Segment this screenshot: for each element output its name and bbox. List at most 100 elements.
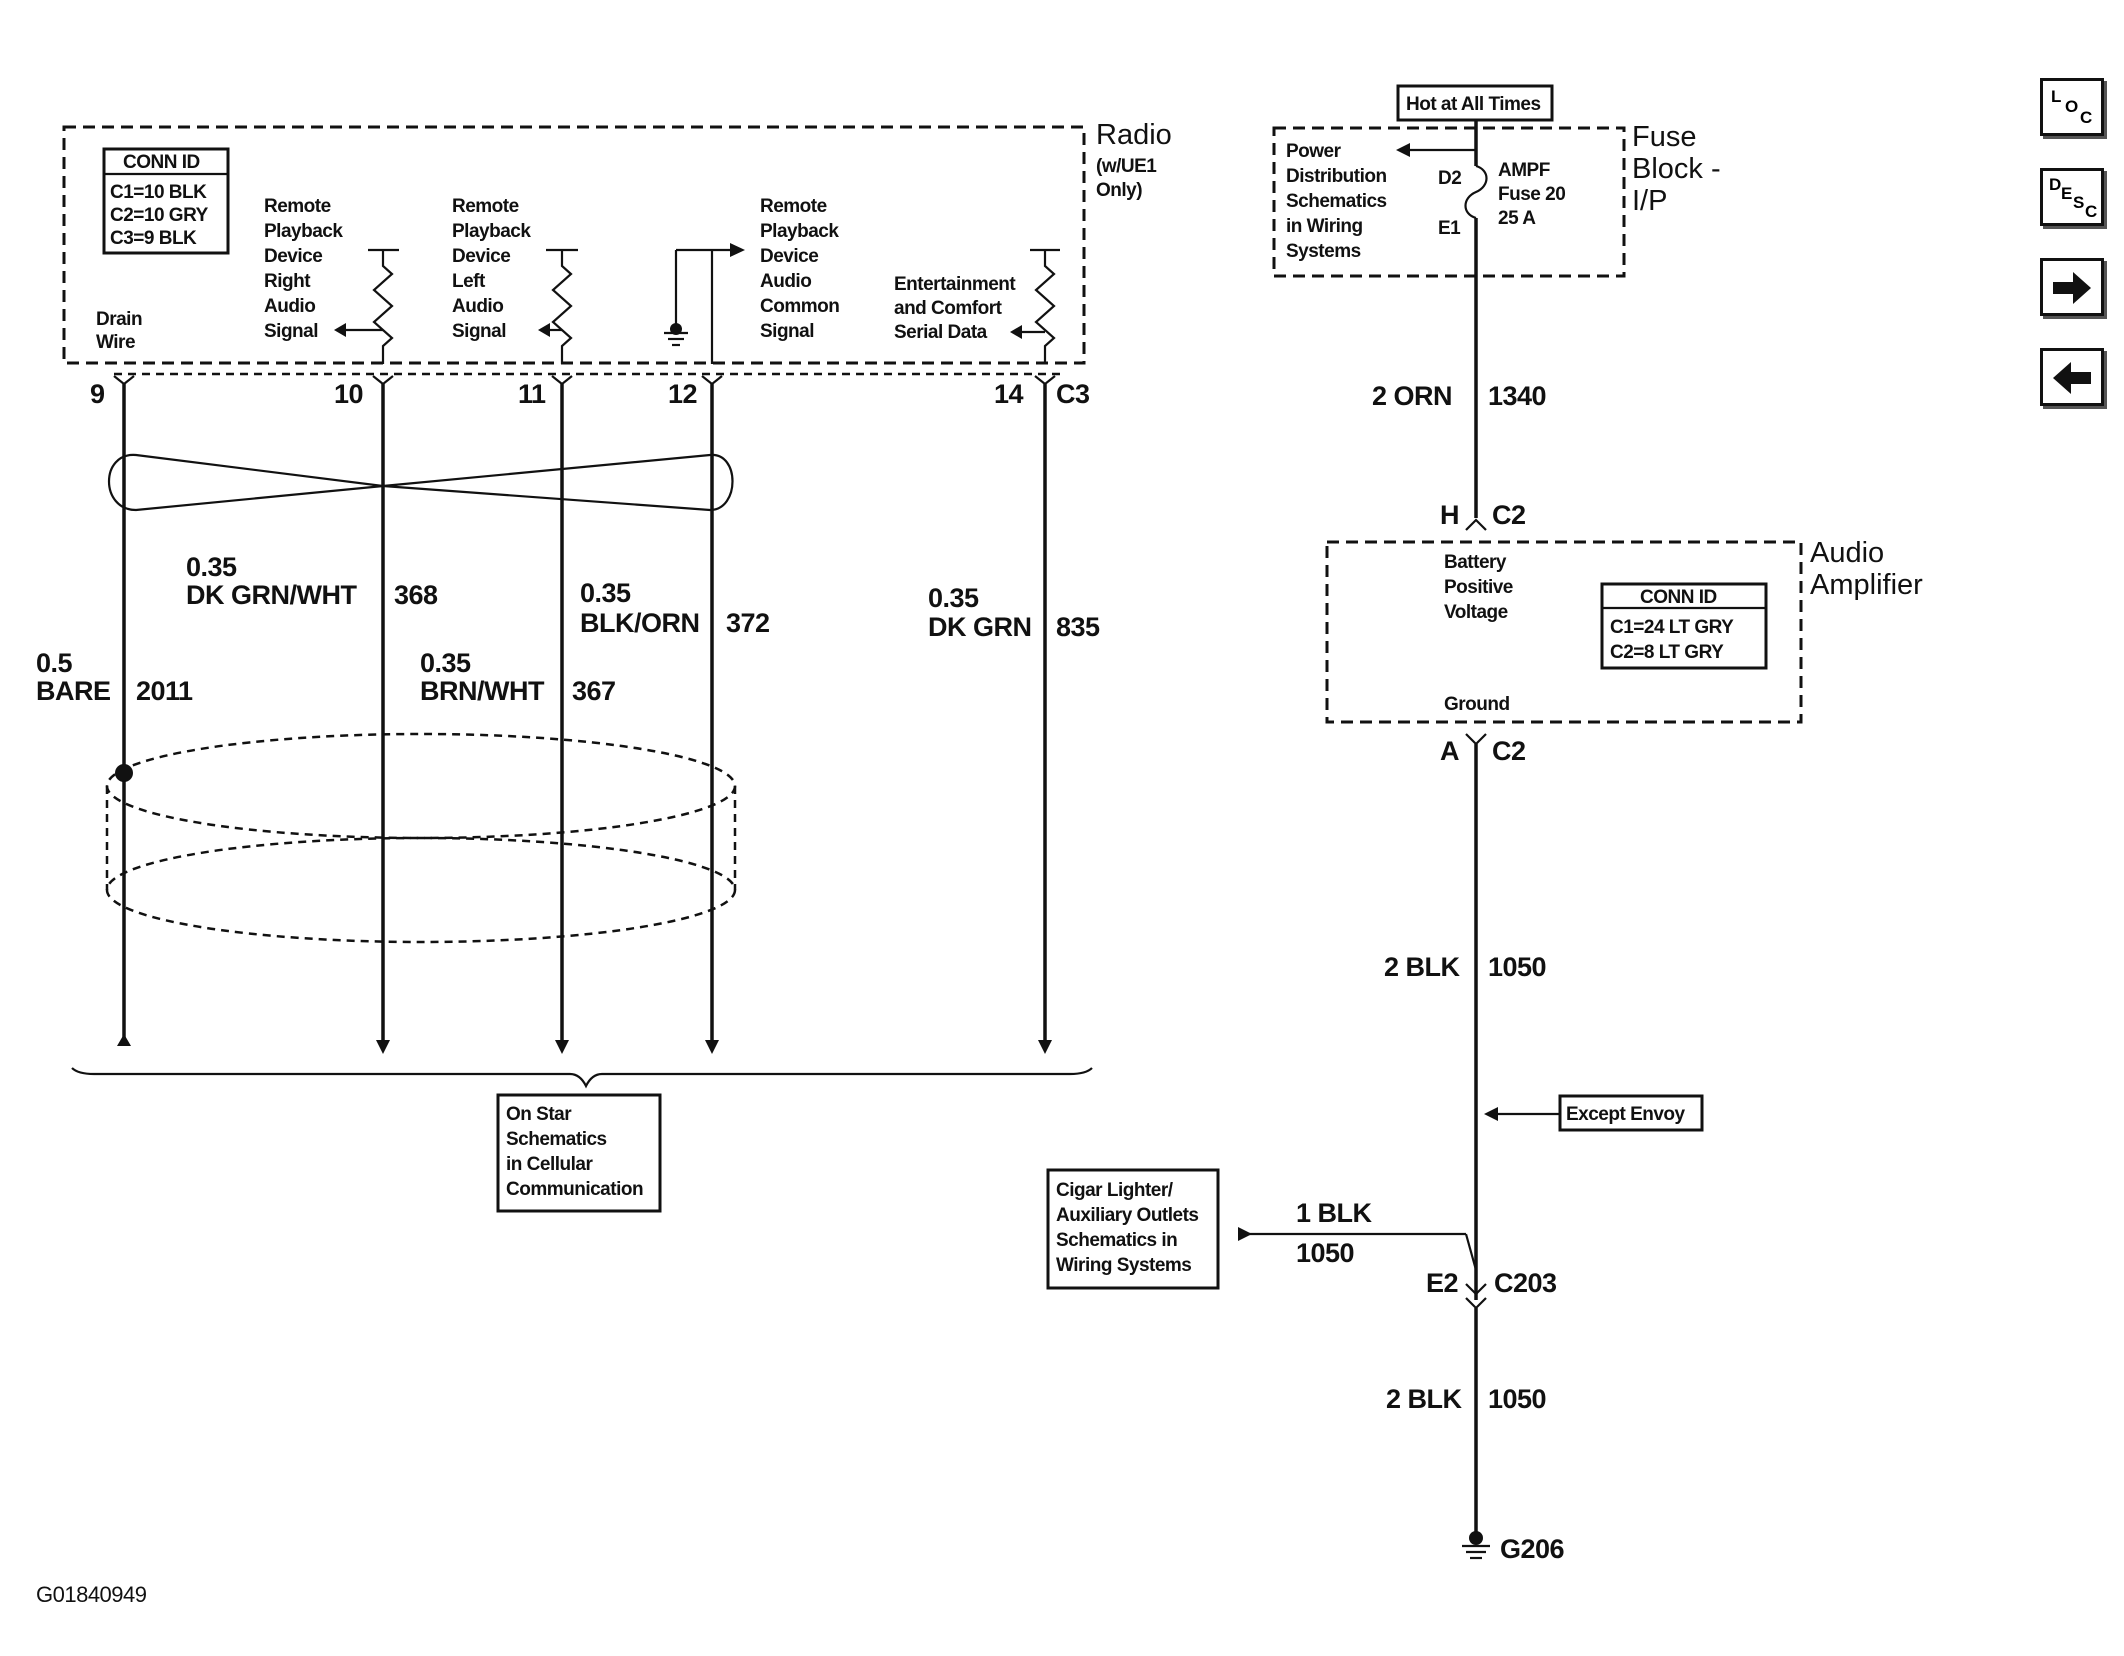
desc-letter-e: E [2061, 184, 2073, 203]
svg-text:Common: Common [760, 296, 839, 317]
blk-branch-label: 1 BLK [1296, 1198, 1373, 1228]
amp-top-connector: C2 [1492, 500, 1526, 530]
loc-letter-o: O [2065, 97, 2079, 116]
radio-conn-id-box: CONN ID C1=10 BLK C2=10 GRY C3=9 BLK [102, 147, 230, 255]
drain-label-2: Wire [96, 332, 135, 353]
amp-bottom-pin: A [1440, 736, 1459, 766]
amplifier-outline [1325, 540, 1803, 724]
svg-text:Left: Left [452, 271, 486, 292]
audio-amplifier: Audio Amplifier Battery Positive Voltage… [1325, 537, 1923, 724]
wire-372-gauge: 0.35 [580, 578, 631, 608]
svg-text:Distribution: Distribution [1286, 166, 1387, 187]
svg-text:Positive: Positive [1444, 577, 1513, 598]
amplifier-title-1: Audio [1810, 537, 1884, 569]
wire-2011-gauge: 0.5 [36, 648, 73, 678]
figure-id: G01840949 [36, 1582, 147, 1607]
wire-368-circuit: 368 [394, 580, 438, 610]
blk-wire-1-label: 2 BLK [1384, 952, 1461, 982]
svg-text:Schematics: Schematics [506, 1129, 607, 1150]
svg-text:Playback: Playback [264, 221, 343, 242]
pin-11: 11 [518, 379, 546, 409]
radio-outline [62, 125, 1086, 365]
wire-835-color: DK GRN [928, 612, 1032, 642]
fuse-block: Hot at All Times Fuse Block - I/P Power … [1272, 84, 1721, 278]
svg-text:C1=24 LT GRY: C1=24 LT GRY [1610, 617, 1734, 638]
rp-common-signal: Remote Playback Device Audio Common Sign… [664, 196, 840, 364]
desc-button[interactable]: D E S C [2040, 168, 2104, 226]
onstar-reference-box[interactable]: On Star Schematics in Cellular Communica… [496, 1093, 662, 1213]
svg-text:On Star: On Star [506, 1104, 572, 1125]
svg-text:Schematics: Schematics [1286, 191, 1387, 212]
orn-wire-circuit: 1340 [1488, 381, 1546, 411]
orn-wire-label: 2 ORN [1372, 381, 1452, 411]
power-distribution-reference[interactable]: Power Distribution Schematics in Wiring … [1286, 141, 1387, 262]
svg-text:Remote: Remote [452, 196, 519, 217]
fuse-rating: 25 A [1498, 208, 1536, 229]
svg-text:Device: Device [264, 246, 322, 267]
arrow-right-icon [2053, 272, 2091, 304]
fuse-name: AMPF [1498, 160, 1550, 181]
radio-conn-c3: C3=9 BLK [110, 228, 197, 249]
radio-conn-c1: C1=10 BLK [110, 182, 207, 203]
fuse-block-outline [1272, 126, 1626, 278]
hot-at-all-times-label: Hot at All Times [1406, 94, 1541, 115]
desc-letter-c: C [2085, 202, 2098, 221]
blk-wire-1-circuit: 1050 [1488, 952, 1546, 982]
svg-text:Signal: Signal [452, 321, 506, 342]
wire-368-color: DK GRN/WHT [186, 580, 357, 610]
desc-letter-d: D [2049, 175, 2062, 194]
desc-letter-s: S [2073, 193, 2085, 212]
loc-letter-l: L [2051, 87, 2062, 106]
svg-text:Voltage: Voltage [1444, 602, 1508, 623]
arrow-left-icon [2053, 362, 2091, 394]
except-envoy-box: Except Envoy [1558, 1094, 1704, 1132]
loc-letter-c: C [2080, 108, 2093, 127]
hot-at-all-times-box [1396, 84, 1554, 122]
svg-text:Right: Right [264, 271, 311, 292]
svg-text:Playback: Playback [760, 221, 839, 242]
svg-text:Schematics in: Schematics in [1056, 1230, 1177, 1251]
fuse-d2: D2 [1438, 168, 1461, 189]
amplifier-conn-id-box: CONN ID C1=24 LT GRY C2=8 LT GRY [1600, 582, 1768, 670]
radio-subtitle-1: (w/UE1 [1096, 156, 1157, 177]
fuse-number: Fuse 20 [1498, 184, 1565, 205]
svg-text:Playback: Playback [452, 221, 531, 242]
svg-text:and Comfort: and Comfort [894, 298, 1003, 319]
wire-372-circuit: 372 [726, 608, 770, 638]
svg-text:Communication: Communication [506, 1179, 643, 1200]
pin-10: 10 [334, 379, 363, 409]
fuse-block-title-1: Fuse [1632, 121, 1696, 153]
svg-text:Signal: Signal [760, 321, 814, 342]
fuse-block-title-2: Block - [1632, 153, 1721, 185]
amp-bottom-connector: C2 [1492, 736, 1526, 766]
svg-text:Signal: Signal [264, 321, 318, 342]
rp-right-signal: Remote Playback Device Right Audio Signa… [264, 196, 399, 364]
amp-top-pin: H [1440, 500, 1459, 530]
ground-id: G206 [1500, 1534, 1565, 1564]
svg-text:Systems: Systems [1286, 241, 1361, 262]
svg-text:Cigar Lighter/: Cigar Lighter/ [1056, 1180, 1174, 1201]
amplifier-ground: Ground [1444, 694, 1510, 715]
pin-12: 12 [668, 379, 697, 409]
wire-2011-color: BARE [36, 676, 111, 706]
loc-button[interactable]: L O C [2040, 78, 2104, 136]
radio-wires: 0.5 BARE 2011 0.35 DK GRN/WHT 368 0.35 B… [36, 384, 1101, 1089]
svg-text:Remote: Remote [760, 196, 827, 217]
ground-wire-1050: A C2 2 BLK 1050 1 BLK 1050 E2 C203 2 BLK… [1238, 733, 1565, 1564]
blk-branch-circuit: 1050 [1296, 1238, 1354, 1268]
pin-9: 9 [90, 379, 105, 409]
svg-text:Power: Power [1286, 141, 1342, 162]
radio-conn-c2: C2=10 GRY [110, 205, 209, 226]
wire-835-gauge: 0.35 [928, 583, 979, 613]
back-button[interactable] [2040, 348, 2104, 406]
next-button[interactable] [2040, 258, 2104, 316]
svg-text:Battery: Battery [1444, 552, 1507, 573]
cigar-lighter-reference-box[interactable]: Cigar Lighter/ Auxiliary Outlets Schemat… [1046, 1168, 1220, 1290]
svg-text:Auxiliary Outlets: Auxiliary Outlets [1056, 1205, 1199, 1226]
blk-wire-2-label: 2 BLK [1386, 1384, 1463, 1414]
ecs-serial-data: Entertainment and Comfort Serial Data [894, 248, 1060, 364]
svg-text:Device: Device [760, 246, 818, 267]
fuse-block-title-3: I/P [1632, 185, 1667, 217]
svg-text:Audio: Audio [264, 296, 315, 317]
svg-text:in Wiring: in Wiring [1286, 216, 1363, 237]
